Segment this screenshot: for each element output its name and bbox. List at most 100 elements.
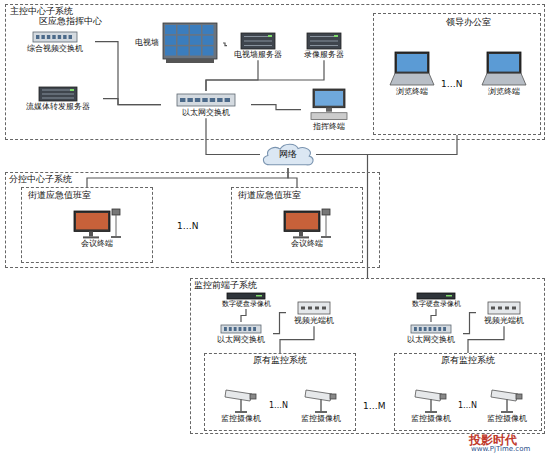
duty-room: 街道应急值班室会议终端	[21, 187, 153, 263]
tv-wall-server: 电视墙服务器	[227, 31, 289, 60]
device-label: 指挥终端	[313, 122, 345, 131]
browse-terminal-icon	[481, 51, 527, 87]
count-label: 1…N	[176, 222, 199, 232]
video-switch-icon	[32, 30, 78, 44]
network-link	[87, 168, 288, 187]
video-switch: 综合视频交换机	[15, 29, 95, 54]
device-label: 电视墙	[135, 38, 159, 47]
surveillance-camera: 监控摄像机	[290, 385, 352, 424]
watermark: www.PjTime.com	[470, 446, 531, 454]
fiber-transceiver-icon	[487, 300, 521, 316]
meeting-terminal-icon	[72, 205, 122, 239]
network-link	[316, 135, 457, 155]
surveillance-camera-icon	[488, 386, 526, 414]
section-title: 领导办公室	[446, 18, 491, 28]
browse-terminal-icon	[389, 51, 435, 87]
device-label: 浏览终端	[396, 87, 428, 96]
network-link	[468, 326, 504, 353]
command-terminal-icon	[309, 88, 349, 122]
device-label: 流媒体转发服务器	[26, 102, 90, 111]
network-link	[223, 43, 227, 46]
network-link	[95, 42, 161, 105]
count-label: 1…M	[362, 402, 387, 412]
network-link	[206, 60, 324, 91]
device-label: 浏览终端	[488, 87, 520, 96]
section-title: 原有监控系统	[205, 356, 355, 366]
network-link	[431, 309, 436, 322]
network-link	[288, 168, 297, 187]
surveillance-camera-icon	[222, 386, 260, 414]
network-cloud: 网络	[260, 141, 316, 168]
recording-server-icon	[306, 32, 342, 50]
network-link	[103, 99, 161, 105]
device-label: 监控摄像机	[411, 414, 451, 423]
network-link	[206, 118, 260, 154]
tv-wall-icon	[162, 22, 218, 64]
device-label: 监控摄像机	[487, 414, 527, 423]
device-label: 以太网交换机	[182, 108, 230, 117]
command-terminal: 指挥终端	[301, 87, 357, 132]
network-link	[273, 313, 286, 334]
network-link	[463, 313, 476, 334]
browse-terminal: 浏览终端	[474, 50, 534, 97]
tv-wall-server-icon	[240, 32, 276, 50]
dvr-device: 数字硬盘录像机	[214, 291, 278, 309]
subsystem-panel: 主控中心子系统区应急指挥中心综合视频交换机 电视墙电视墙服务器 录像服务器流媒体转发…	[5, 4, 545, 140]
device-label: 录像服务器	[304, 50, 344, 59]
command-center-area: 区应急指挥中心综合视频交换机 电视墙电视墙服务器 录像服务器流媒体转发服务器以太网交…	[11, 16, 366, 139]
network-link	[251, 105, 301, 110]
device-label: 数字硬盘录像机	[222, 300, 271, 308]
count-label: 1…N	[268, 402, 289, 411]
device-label: 电视墙服务器	[234, 50, 282, 59]
dvr-device-icon	[416, 292, 456, 300]
device-label: 视频光端机	[294, 316, 334, 325]
dvr-device: 数字硬盘录像机	[404, 291, 468, 309]
ethernet-switch-icon	[220, 323, 262, 335]
device-label: 网络	[279, 149, 297, 159]
device-label: 数字硬盘录像机	[412, 300, 461, 308]
surveillance-camera: 监控摄像机	[400, 385, 462, 424]
subsystem-panel: 分控中心子系统街道应急值班室会议终端街道应急值班室会议终端	[5, 172, 380, 268]
meeting-terminal: 会议终端	[272, 204, 342, 249]
tv-wall: 电视墙	[129, 21, 223, 65]
network-link	[206, 60, 258, 91]
device-label: 以太网交换机	[217, 335, 265, 344]
ethernet-switch-icon	[410, 323, 452, 335]
legacy-system: 原有监控系统监控摄像机 监控摄像机	[394, 353, 542, 431]
meeting-terminal-icon	[282, 205, 332, 239]
fiber-transceiver: 视频光端机	[286, 299, 342, 326]
streaming-server: 流媒体转发服务器	[13, 85, 103, 112]
count-label: 1…N	[440, 80, 463, 90]
section-title: 监控前端子系统	[194, 281, 257, 291]
section-title: 街道应急值班室	[238, 191, 301, 201]
surveillance-camera: 监控摄像机	[476, 385, 538, 424]
streaming-server-icon	[38, 86, 78, 102]
ethernet-switch: 以太网交换机	[209, 322, 273, 345]
section-title: 原有监控系统	[395, 356, 541, 366]
browse-terminal: 浏览终端	[382, 50, 442, 97]
duty-room: 街道应急值班室会议终端	[231, 187, 363, 263]
section-title: 区应急指挥中心	[39, 17, 102, 27]
device-label: 视频光端机	[484, 316, 524, 325]
count-label: 1…N	[457, 402, 478, 411]
device-label: 会议终端	[81, 239, 113, 248]
surveillance-camera: 监控摄像机	[210, 385, 272, 424]
legacy-system: 原有监控系统监控摄像机监控摄像机	[204, 353, 356, 431]
device-label: 监控摄像机	[221, 414, 261, 423]
surveillance-camera-icon	[302, 386, 340, 414]
ethernet-switch: 以太网交换机	[399, 322, 463, 345]
ethernet-switch: 以太网交换机	[161, 91, 251, 118]
section-title: 主控中心子系统	[10, 7, 73, 17]
ethernet-switch-icon	[176, 92, 236, 108]
device-label: 会议终端	[291, 239, 323, 248]
leader-office: 领导办公室浏览终端 浏览终端	[373, 13, 541, 135]
section-title: 街道应急值班室	[28, 191, 91, 201]
network-link	[316, 155, 368, 279]
device-label: 以太网交换机	[407, 335, 455, 344]
surveillance-camera-icon	[412, 386, 450, 414]
network-link	[241, 309, 246, 322]
device-label: 综合视频交换机	[27, 44, 83, 53]
fiber-transceiver: 视频光端机	[476, 299, 532, 326]
section-title: 分控中心子系统	[9, 175, 72, 185]
